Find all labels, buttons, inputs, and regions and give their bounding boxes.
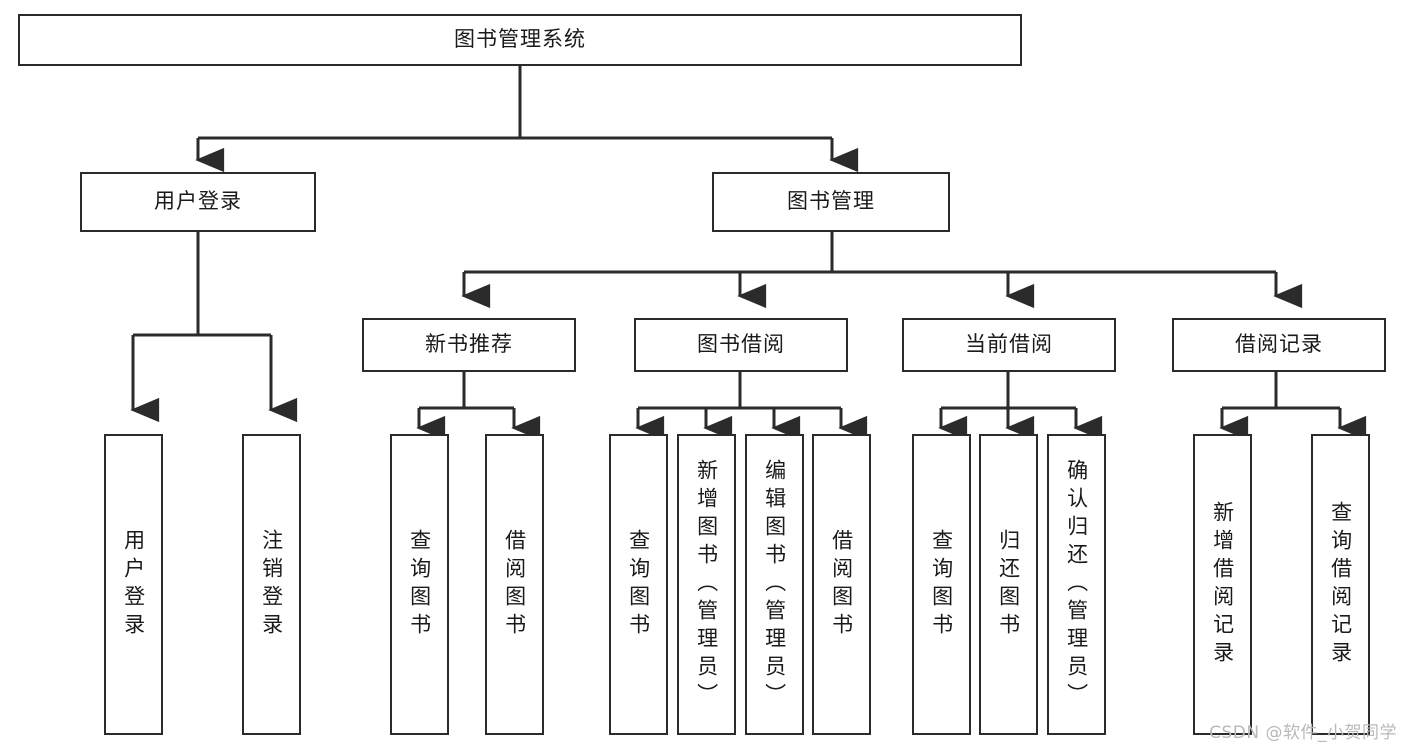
node-leaf-borrow-book-recommend[interactable]: 借阅图书 <box>485 434 544 735</box>
node-label: 查询图书 <box>407 528 432 641</box>
node-label: 新书推荐 <box>425 332 513 357</box>
node-root-book-management-system[interactable]: 图书管理系统 <box>18 14 1022 66</box>
node-leaf-return-book[interactable]: 归还图书 <box>979 434 1038 735</box>
node-label: 借阅记录 <box>1235 332 1323 357</box>
node-leaf-user-login[interactable]: 用户登录 <box>104 434 163 735</box>
node-label: 图书管理系统 <box>454 27 586 52</box>
node-label: 注销登录 <box>259 528 284 641</box>
node-user-login[interactable]: 用户登录 <box>80 172 316 232</box>
node-label: 查询图书 <box>929 528 954 641</box>
node-label: 图书管理 <box>787 189 875 214</box>
node-leaf-edit-book-admin[interactable]: 编辑图书（管理员） <box>745 434 804 735</box>
node-label: 确认归还（管理员） <box>1064 458 1089 711</box>
node-label: 查询借阅记录 <box>1328 500 1353 669</box>
node-new-book-recommend[interactable]: 新书推荐 <box>362 318 576 372</box>
node-label: 借阅图书 <box>502 528 527 641</box>
node-label: 新增图书（管理员） <box>694 458 719 711</box>
node-label: 图书借阅 <box>697 332 785 357</box>
node-label: 编辑图书（管理员） <box>762 458 787 711</box>
node-label: 查询图书 <box>626 528 651 641</box>
node-leaf-add-book-admin[interactable]: 新增图书（管理员） <box>677 434 736 735</box>
node-leaf-query-book-borrow[interactable]: 查询图书 <box>609 434 668 735</box>
node-leaf-query-borrow-record[interactable]: 查询借阅记录 <box>1311 434 1370 735</box>
watermark-text: CSDN @软件_小贺同学 <box>1209 723 1397 743</box>
node-leaf-borrow-book[interactable]: 借阅图书 <box>812 434 871 735</box>
node-label: 借阅图书 <box>829 528 854 641</box>
node-label: 用户登录 <box>154 189 242 214</box>
node-label: 新增借阅记录 <box>1210 500 1235 669</box>
node-leaf-query-book-current[interactable]: 查询图书 <box>912 434 971 735</box>
node-leaf-query-book-recommend[interactable]: 查询图书 <box>390 434 449 735</box>
node-leaf-add-borrow-record[interactable]: 新增借阅记录 <box>1193 434 1252 735</box>
node-book-borrow[interactable]: 图书借阅 <box>634 318 848 372</box>
node-leaf-logout[interactable]: 注销登录 <box>242 434 301 735</box>
node-borrow-record[interactable]: 借阅记录 <box>1172 318 1386 372</box>
node-leaf-confirm-return-admin[interactable]: 确认归还（管理员） <box>1047 434 1106 735</box>
node-label: 用户登录 <box>121 528 146 641</box>
node-label: 归还图书 <box>996 528 1021 641</box>
node-current-borrow[interactable]: 当前借阅 <box>902 318 1116 372</box>
node-book-management[interactable]: 图书管理 <box>712 172 950 232</box>
node-label: 当前借阅 <box>965 332 1053 357</box>
